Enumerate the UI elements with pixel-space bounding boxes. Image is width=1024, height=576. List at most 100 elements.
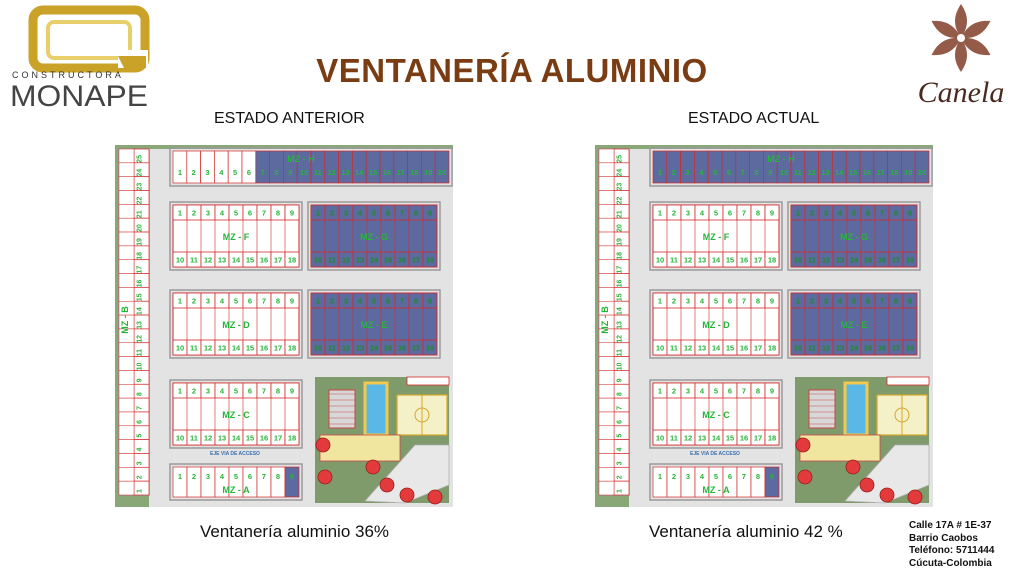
mz-h-lot xyxy=(901,150,916,184)
swimming-pool xyxy=(843,381,869,437)
block-mz-c-bottom-lot-number: 14 xyxy=(712,434,721,443)
block-mz-d-bottom-lot-number: 11 xyxy=(670,344,678,353)
block-mz-f-bottom-lot-number: 14 xyxy=(712,256,721,265)
mz-h-lot xyxy=(421,150,436,184)
block-mz-g-bottom-lot-number: 18 xyxy=(906,256,914,265)
block-mz-f-top-lot-number: 3 xyxy=(206,209,210,218)
block-mz-d-label: MZ - D xyxy=(702,320,730,330)
mz-a-lot-number: 7 xyxy=(742,472,746,481)
block-mz-f-bottom-lot-number: 11 xyxy=(670,256,678,265)
tree xyxy=(379,477,395,493)
block-mz-g-top-lot-number: 4 xyxy=(358,209,363,218)
mz-a-lot-number: 9 xyxy=(290,472,294,481)
block-mz-d-top-lot-number: 3 xyxy=(686,297,690,306)
mz-h-lot-number: 17 xyxy=(397,168,405,177)
block-mz-e-top-lot-number: 8 xyxy=(414,297,418,306)
mz-a-lot-number: 1 xyxy=(658,472,662,481)
block-mz-c-top-lot-number: 1 xyxy=(178,387,182,396)
block-mz-g-top-lot-number: 6 xyxy=(386,209,390,218)
amenity-building xyxy=(406,376,450,386)
mz-b-lot xyxy=(598,453,615,468)
mz-h-label: MZ - H xyxy=(287,154,315,164)
mz-b-lot xyxy=(118,480,135,496)
mz-h-lot-number: 6 xyxy=(727,168,731,177)
tree xyxy=(399,487,415,503)
block-mz-f-top-lot-number: 8 xyxy=(276,209,280,218)
block-mz-f-bottom-lot-number: 11 xyxy=(190,256,198,265)
mz-b-lot-number: 22 xyxy=(137,196,144,204)
block-mz-c-bottom-lot-number: 10 xyxy=(656,434,664,443)
block-mz-e-top-lot-number: 1 xyxy=(796,297,800,306)
sports-court-circle xyxy=(414,407,430,423)
block-mz-g-bottom-lot-number: 16 xyxy=(398,256,406,265)
block-mz-d-top-lot-number: 7 xyxy=(262,297,266,306)
constructora-monape-logo: CONSTRUCTORA MONAPE xyxy=(6,4,156,124)
block-mz-e-top-lot-number: 7 xyxy=(400,297,404,306)
mz-h-lot xyxy=(887,150,902,184)
block-mz-d-outline xyxy=(649,289,783,359)
mz-h-lot xyxy=(338,150,353,184)
mz-b-lot-number: 24 xyxy=(137,169,144,177)
mz-b-lot xyxy=(118,204,135,219)
mz-h-lot-number: 11 xyxy=(794,168,802,177)
mz-b-lot-number: 7 xyxy=(617,406,624,410)
block-mz-e-bottom-lot-number: 13 xyxy=(836,344,844,353)
block-mz-d-top-lot-number: 5 xyxy=(234,297,238,306)
mz-b-lot-number: 17 xyxy=(617,266,624,274)
block-mz-c-outline xyxy=(169,379,303,449)
mz-b-lot-number: 20 xyxy=(617,224,624,232)
block-mz-e-bottom-lot-number: 16 xyxy=(878,344,886,353)
block-mz-d-bottom-lot-number: 16 xyxy=(740,344,748,353)
mz-h-lot xyxy=(818,150,833,184)
mz-h-lot-number: 8 xyxy=(754,168,758,177)
mz-a-lot-number: 9 xyxy=(770,472,774,481)
mz-h-lot xyxy=(186,150,201,184)
mz-b-lot-number: 3 xyxy=(617,461,624,465)
block-mz-e-label: MZ - E xyxy=(361,320,388,330)
mz-b-lot xyxy=(118,425,135,440)
tree xyxy=(797,469,813,485)
mz-a-lot-number: 1 xyxy=(178,472,182,481)
mz-h-lot-number: 2 xyxy=(672,168,676,177)
block-mz-a-outline xyxy=(649,463,783,501)
mz-b-lot-number: 13 xyxy=(137,321,144,329)
block-mz-f-bottom-lot-number: 18 xyxy=(288,256,296,265)
mz-h-lot-number: 14 xyxy=(355,168,364,177)
mz-b-lot-number: 10 xyxy=(617,363,624,371)
block-mz-c-label: MZ - C xyxy=(222,410,250,420)
block-mz-c-bottom-lot xyxy=(764,429,780,446)
mz-a-label: MZ - A xyxy=(702,485,730,495)
company-address: Calle 17A # 1E-37 Barrio Caobos Teléfono… xyxy=(909,520,994,570)
block-mz-c-bottom-lot-number: 10 xyxy=(176,434,184,443)
block-mz-g-top-lot-number: 4 xyxy=(838,209,843,218)
block-mz-d-bottom-lot-number: 13 xyxy=(698,344,706,353)
mz-h-lot-number: 10 xyxy=(780,168,788,177)
tree xyxy=(427,489,443,505)
block-mz-f-bottom-lot-number: 18 xyxy=(768,256,776,265)
mz-a-lot xyxy=(284,466,300,498)
clubhouse xyxy=(328,389,356,429)
block-mz-e-top-lot-number: 3 xyxy=(824,297,828,306)
block-mz-c-bottom-lot-number: 13 xyxy=(218,434,226,443)
mz-h-lot-number: 9 xyxy=(288,168,292,177)
block-mz-d-top-lot-number: 8 xyxy=(276,297,280,306)
mz-h-lot-number: 8 xyxy=(274,168,278,177)
mz-b-lot xyxy=(598,467,615,482)
mz-b-lot-number: 16 xyxy=(137,279,144,287)
block-mz-d-bottom-lot-number: 15 xyxy=(246,344,254,353)
block-mz-c-top-lot-number: 5 xyxy=(714,387,718,396)
block-mz-d-outline xyxy=(169,289,303,359)
mz-b-lot-number: 17 xyxy=(137,266,144,274)
mz-h-lot-number: 7 xyxy=(741,168,745,177)
mz-b-lot-number: 6 xyxy=(617,420,624,424)
block-mz-f-bottom-lot-number: 14 xyxy=(232,256,241,265)
block-mz-e-outline xyxy=(307,289,441,359)
block-mz-c-bottom-lot-number: 15 xyxy=(726,434,734,443)
mz-b-lot-number: 11 xyxy=(137,349,144,357)
mz-h-lot-number: 16 xyxy=(383,168,391,177)
block-mz-e-top-lot xyxy=(422,292,438,309)
mz-b-lot-number: 19 xyxy=(137,238,144,246)
parking-area xyxy=(319,434,401,462)
block-mz-e-bottom-lot-number: 18 xyxy=(426,344,434,353)
block-mz-c-bottom-lot-number: 12 xyxy=(684,434,692,443)
